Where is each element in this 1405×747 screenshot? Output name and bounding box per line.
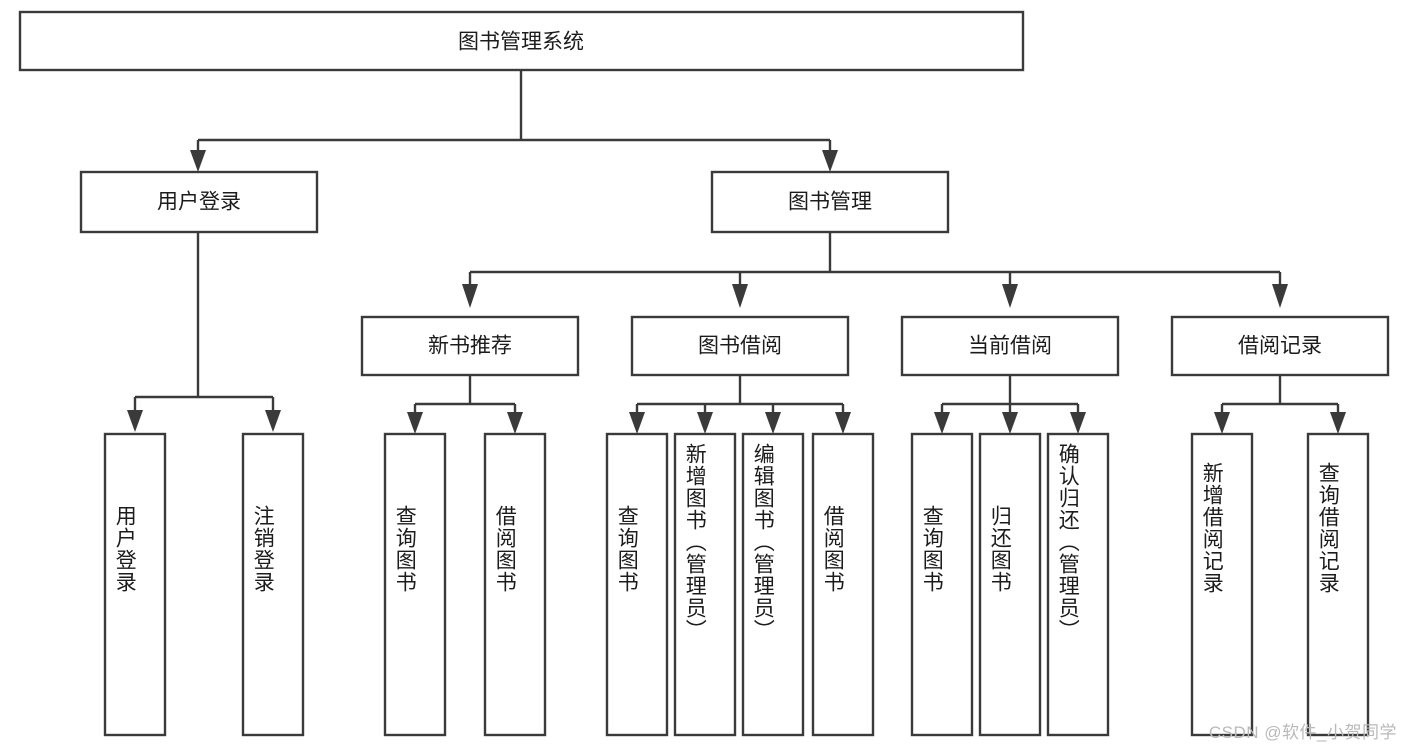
leaf-box-cur-query-book[interactable]	[910, 432, 974, 737]
arrowhead-borrow-record	[1272, 284, 1288, 308]
leaf-box-borrow-borrow-book[interactable]	[811, 432, 875, 737]
arrowhead-user-login-leaf	[127, 410, 143, 432]
arrowhead-bb-borrow-book	[835, 412, 851, 434]
leaf-box-rec-borrow-book[interactable]	[483, 432, 547, 737]
leaf-box-logout[interactable]	[241, 432, 305, 737]
arrowhead-current-borrow	[1002, 284, 1018, 308]
leaf-box-borrow-add-book[interactable]	[673, 432, 737, 737]
node-book-manage-label: 图书管理	[788, 191, 872, 214]
arrowhead-nbr-borrow-book	[507, 412, 523, 434]
arrowhead-br-add-record	[1214, 412, 1230, 434]
node-user-login[interactable]: 用户登录	[79, 170, 319, 234]
node-book-manage-box[interactable]	[710, 170, 950, 234]
node-current-borrow-box[interactable]	[900, 315, 1120, 377]
leaf-box-rec-query-record[interactable]	[1306, 432, 1370, 737]
leaf-box-cur-return-book[interactable]	[978, 432, 1042, 737]
connector-group-user-login-to-leaves	[127, 232, 281, 432]
node-new-book-rec[interactable]: 新书推荐	[360, 315, 580, 377]
connector-group-book-borrow-to-leaves	[629, 375, 851, 434]
connector-group-root-to-level2	[190, 70, 838, 172]
node-user-login-box[interactable]	[79, 170, 319, 234]
node-current-borrow-label: 当前借阅	[968, 335, 1052, 358]
arrowhead-cb-return-book	[1002, 412, 1018, 434]
arrowhead-logout-leaf	[265, 410, 281, 432]
arrowhead-bb-add-book	[697, 412, 713, 434]
node-borrow-record-box[interactable]	[1170, 315, 1390, 377]
node-book-manage[interactable]: 图书管理	[710, 170, 950, 234]
node-book-borrow-label: 图书借阅	[698, 335, 782, 358]
leaf-box-group	[103, 432, 1370, 737]
node-borrow-record[interactable]: 借阅记录	[1170, 315, 1390, 377]
arrowhead-new-book-rec	[462, 284, 478, 308]
node-borrow-record-label: 借阅记录	[1238, 335, 1322, 358]
node-new-book-rec-label: 新书推荐	[428, 335, 512, 358]
node-root-label: 图书管理系统	[458, 31, 584, 54]
leaf-box-borrow-query-book[interactable]	[605, 432, 669, 737]
connector-group-borrow-record-to-leaves	[1214, 375, 1346, 434]
connector-group-book-manage-to-level3	[462, 232, 1288, 308]
leaf-box-cur-confirm-return[interactable]	[1046, 432, 1110, 737]
node-user-login-label: 用户登录	[157, 191, 241, 214]
arrowhead-bb-edit-book	[765, 412, 781, 434]
node-new-book-rec-box[interactable]	[360, 315, 580, 377]
node-root-box[interactable]	[18, 10, 1025, 72]
arrowhead-cb-confirm-return	[1070, 412, 1086, 434]
arrowhead-book-borrow	[732, 284, 748, 308]
leaf-box-rec-add-record[interactable]	[1190, 432, 1254, 737]
arrowhead-book-manage	[822, 150, 838, 172]
arrowhead-bb-query-book	[629, 412, 645, 434]
node-book-borrow[interactable]: 图书借阅	[630, 315, 850, 377]
connector-group-new-book-rec-to-leaves	[407, 375, 523, 434]
arrowhead-user-login	[190, 150, 206, 172]
leaf-box-user-login[interactable]	[103, 432, 167, 737]
csdn-watermark: CSDN @软件_小贺同学	[1208, 723, 1397, 742]
leaf-box-borrow-edit-book[interactable]	[741, 432, 805, 737]
arrowhead-cb-query-book	[934, 412, 950, 434]
arrowhead-nbr-query-book	[407, 412, 423, 434]
node-current-borrow[interactable]: 当前借阅	[900, 315, 1120, 377]
node-book-borrow-box[interactable]	[630, 315, 850, 377]
connector-group-current-borrow-to-leaves	[934, 375, 1086, 434]
leaf-box-rec-query-book[interactable]	[383, 432, 447, 737]
node-root[interactable]: 图书管理系统	[18, 10, 1025, 72]
arrowhead-br-query-record	[1330, 412, 1346, 434]
